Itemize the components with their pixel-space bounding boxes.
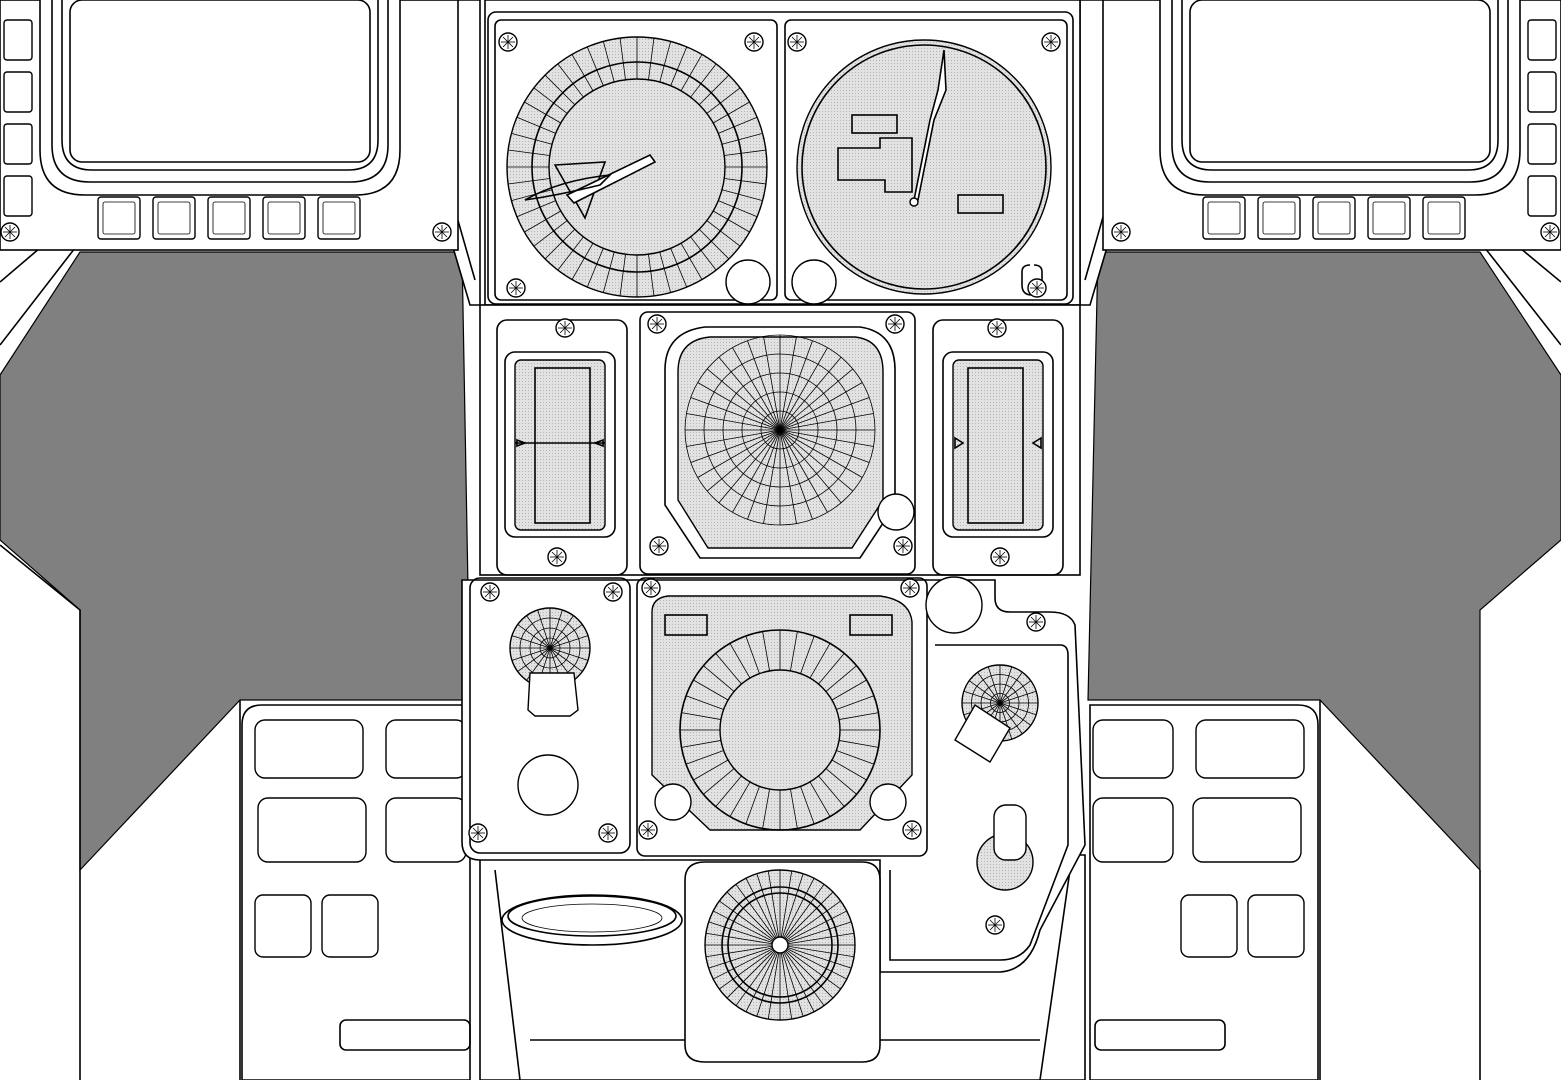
right-vertical-indicator xyxy=(942,351,1054,538)
mfd-bezel-button[interactable] xyxy=(3,19,33,61)
lower-dial-left-knob[interactable] xyxy=(654,783,692,821)
right-rotary-selector[interactable] xyxy=(954,704,1011,763)
mfd-bezel-button[interactable] xyxy=(152,196,196,240)
attitude-gauge xyxy=(506,36,768,298)
console-switch[interactable] xyxy=(1192,797,1302,863)
lower-dial-indicator-left xyxy=(664,614,708,636)
right-upper-knob[interactable] xyxy=(925,576,983,634)
console-switch[interactable] xyxy=(1247,894,1305,958)
console-switch[interactable] xyxy=(254,894,312,958)
console-switch[interactable] xyxy=(257,797,367,863)
console-switch[interactable] xyxy=(254,719,364,779)
heading-readout-block xyxy=(851,114,898,134)
left-vertical-indicator xyxy=(504,351,616,538)
heading-gauge xyxy=(796,39,1052,296)
lower-console-left xyxy=(241,704,471,1080)
heading-adjust-knob[interactable] xyxy=(791,259,837,305)
lower-dial-indicator-right xyxy=(849,614,893,636)
mfd-bezel-button[interactable] xyxy=(207,196,251,240)
lower-center-dial xyxy=(651,595,913,831)
trackball-center[interactable] xyxy=(771,936,789,954)
console-switch[interactable] xyxy=(385,797,467,863)
mfd-bezel-button[interactable] xyxy=(97,196,141,240)
console-switch[interactable] xyxy=(1195,719,1305,779)
left-mfd-screen xyxy=(69,0,371,163)
lower-dial-right-knob[interactable] xyxy=(869,783,907,821)
trackball-control xyxy=(684,861,881,1063)
right-toggle-stick[interactable] xyxy=(993,804,1027,861)
left-lower-controls xyxy=(509,607,591,816)
mfd-bezel-button[interactable] xyxy=(1527,175,1557,217)
console-switch[interactable] xyxy=(1092,719,1174,779)
mfd-bezel-button[interactable] xyxy=(317,196,361,240)
mfd-bezel-button[interactable] xyxy=(1312,196,1356,240)
mfd-bezel-button[interactable] xyxy=(1527,123,1557,165)
mfd-bezel-button[interactable] xyxy=(3,123,33,165)
left-rotary-knob[interactable] xyxy=(517,754,579,816)
mfd-bezel-button[interactable] xyxy=(1422,196,1466,240)
attitude-adjust-knob[interactable] xyxy=(725,259,771,305)
lower-console-right xyxy=(1089,704,1319,1080)
radar-brightness-knob[interactable] xyxy=(877,493,915,531)
mfd-bezel-button[interactable] xyxy=(1527,71,1557,113)
console-switch[interactable] xyxy=(1092,797,1174,863)
console-switch[interactable] xyxy=(1180,894,1238,958)
mfd-bezel-button[interactable] xyxy=(1257,196,1301,240)
heading-readout-block xyxy=(957,194,1004,214)
mfd-bezel-button[interactable] xyxy=(1367,196,1411,240)
attitude-needle xyxy=(565,153,657,204)
center-radar-scope xyxy=(664,326,915,559)
right-mfd-screen xyxy=(1189,0,1491,163)
mfd-bezel-button[interactable] xyxy=(1202,196,1246,240)
mfd-bezel-button[interactable] xyxy=(262,196,306,240)
mfd-bezel-button[interactable] xyxy=(1527,19,1557,61)
side-console-right xyxy=(1087,247,1561,1080)
oval-warning-light xyxy=(501,894,683,946)
right-lower-controls xyxy=(954,664,1039,891)
side-console-left xyxy=(0,247,471,1080)
console-switch[interactable] xyxy=(385,719,467,779)
console-switch[interactable] xyxy=(321,894,379,958)
mfd-bezel-button[interactable] xyxy=(3,71,33,113)
mfd-bezel-button[interactable] xyxy=(3,175,33,217)
left-rotary-selector[interactable] xyxy=(527,672,579,717)
